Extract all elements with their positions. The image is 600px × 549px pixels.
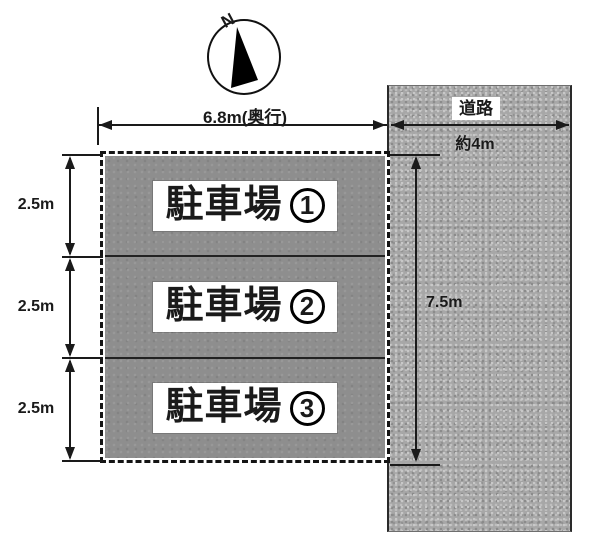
depth-arrow-right-icon <box>373 120 386 130</box>
road-label: 道路 <box>452 97 500 121</box>
frontage-tick-top <box>390 154 440 156</box>
frontage-tick-bottom <box>390 464 440 466</box>
road-width-label: 約4m <box>455 136 495 153</box>
road-width-arrow-right-icon <box>556 120 569 130</box>
parking-space-3-number-badge: 3 <box>289 390 325 426</box>
space-height-label-2: 2.5m <box>17 298 55 315</box>
height-line-1 <box>69 158 71 254</box>
frontage-line <box>415 158 417 460</box>
height-1-arrow-down-icon <box>65 243 75 256</box>
height-2-arrow-up-icon <box>65 258 75 271</box>
parking-space-2-name: 駐車場 <box>165 285 283 328</box>
height-2-arrow-down-icon <box>65 344 75 357</box>
frontage-arrow-up-icon <box>411 156 421 169</box>
parking-area: 駐車場 1 駐車場 2 駐車場 3 <box>100 151 390 463</box>
depth-arrow-left-icon <box>99 120 112 130</box>
frontage-dimension-label: 7.5m <box>426 294 463 311</box>
depth-dimension-line <box>99 124 387 126</box>
height-line-3 <box>69 361 71 458</box>
parking-space-2-number-badge: 2 <box>289 289 325 325</box>
depth-dimension-tick <box>97 107 99 145</box>
height-tick-3 <box>62 357 103 359</box>
height-3-arrow-down-icon <box>65 447 75 460</box>
road-width-line <box>391 124 569 126</box>
parking-space-3-label: 駐車場 3 <box>153 383 337 434</box>
compass-icon: N <box>207 9 281 95</box>
height-tick-4 <box>62 460 103 462</box>
parking-space-1-name: 駐車場 <box>165 183 283 226</box>
compass-needle-icon <box>231 27 258 88</box>
depth-dimension-label: 6.8m(奥行) <box>202 108 288 127</box>
height-1-arrow-up-icon <box>65 156 75 169</box>
road-width-arrow-left-icon <box>391 120 404 130</box>
parking-space-1: 駐車場 1 <box>105 156 385 255</box>
frontage-arrow-down-icon <box>411 449 421 462</box>
height-tick-2 <box>62 256 103 258</box>
space-height-label-1: 2.5m <box>17 196 55 213</box>
height-line-2 <box>69 260 71 355</box>
parking-space-2-label: 駐車場 2 <box>153 282 337 332</box>
height-3-arrow-up-icon <box>65 359 75 372</box>
parking-space-1-number-badge: 1 <box>289 188 325 224</box>
height-tick-1 <box>62 154 103 156</box>
parking-space-3: 駐車場 3 <box>105 356 385 458</box>
parking-area-fill: 駐車場 1 駐車場 2 駐車場 3 <box>105 156 385 458</box>
parking-space-2: 駐車場 2 <box>105 255 385 356</box>
parking-space-1-label: 駐車場 1 <box>153 180 337 231</box>
space-height-label-3: 2.5m <box>17 400 55 417</box>
parking-space-3-name: 駐車場 <box>165 386 283 429</box>
